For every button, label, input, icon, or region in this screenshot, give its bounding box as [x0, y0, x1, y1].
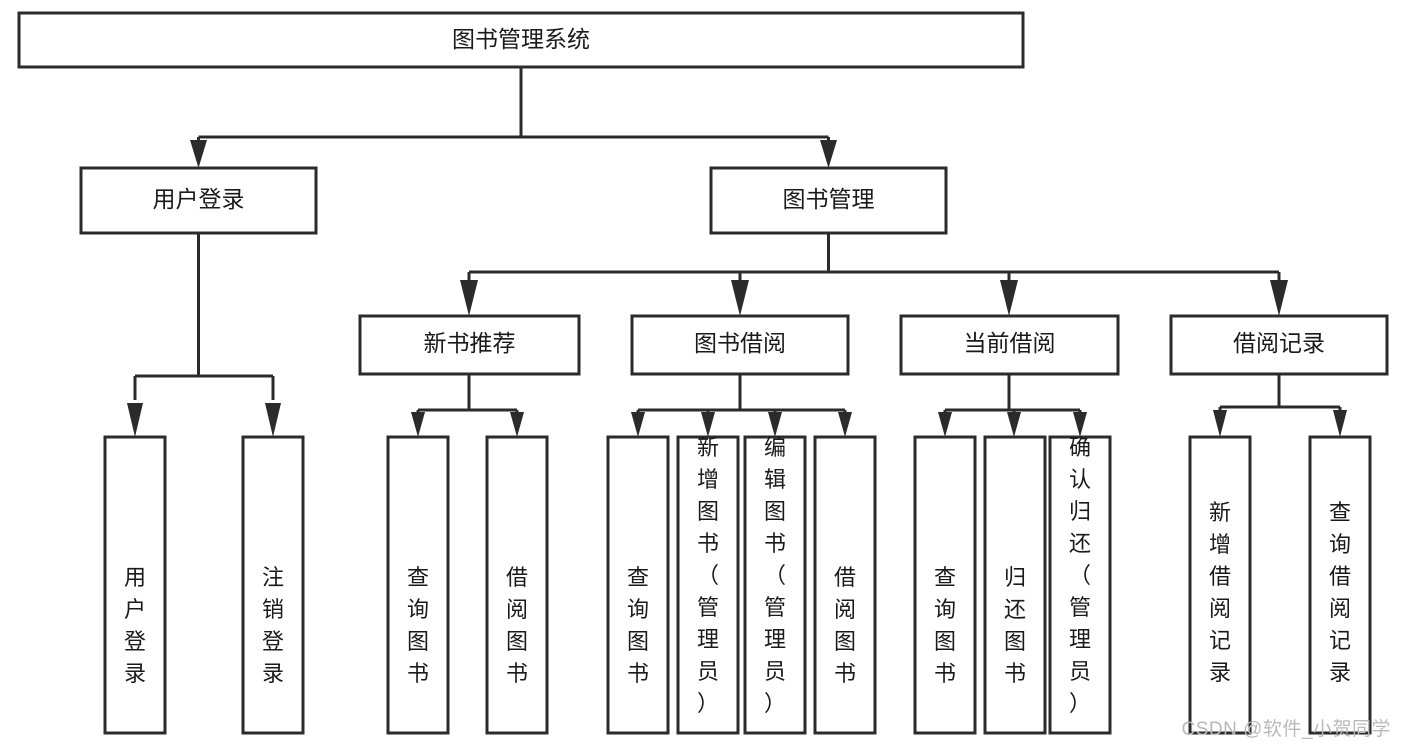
- node-current-borrow-label: 当前借阅: [964, 330, 1056, 356]
- node-leaf-edit-book-admin-box[interactable]: [743, 435, 807, 735]
- node-leaf-query-book-borrow[interactable]: 查询图书: [606, 435, 670, 735]
- node-borrow-record-box[interactable]: [1169, 314, 1389, 376]
- node-current-borrow[interactable]: 当前借阅: [899, 314, 1120, 376]
- node-leaf-query-book-borrow-box[interactable]: [606, 435, 670, 735]
- arrowhead-new-book-recommend: [460, 280, 478, 316]
- node-leaf-return-book-label: 归还图书: [1004, 565, 1026, 686]
- csdn-watermark: CSDN @软件_小贺同学: [1181, 719, 1391, 740]
- arrowhead-user-login: [190, 140, 207, 168]
- arrowhead-leaf-return-book: [1007, 412, 1021, 437]
- node-leaf-edit-book-admin-label: 编辑图书（管理员）: [764, 435, 786, 716]
- arrowhead-leaf-logout: [265, 403, 281, 437]
- node-leaf-query-book-current-label: 查询图书: [934, 565, 956, 686]
- node-leaf-borrow-book-label: 借阅图书: [834, 565, 856, 686]
- node-leaf-query-book-current[interactable]: 查询图书: [913, 435, 977, 735]
- node-leaf-query-borrow-record[interactable]: 查询借阅记录: [1308, 435, 1372, 735]
- edge-book-borrow-to-leaves: [631, 374, 852, 437]
- node-root-label: 图书管理系统: [452, 26, 590, 52]
- node-leaf-query-borrow-record-label: 查询借阅记录: [1329, 500, 1351, 685]
- node-leaf-query-book-recommend[interactable]: 查询图书: [386, 435, 450, 735]
- node-leaf-confirm-return-admin[interactable]: 确认归还（管理员）: [1048, 435, 1112, 735]
- node-leaf-user-login[interactable]: 用户登录: [103, 435, 167, 735]
- node-leaf-query-book-recommend-label: 查询图书: [407, 565, 429, 686]
- arrowhead-leaf-query-borrow-record: [1333, 410, 1347, 437]
- node-leaf-logout-box[interactable]: [241, 435, 305, 735]
- node-leaf-logout-label: 注销登录: [262, 565, 284, 686]
- node-root-box[interactable]: [17, 11, 1025, 69]
- node-leaf-user-login-label: 用户登录: [124, 565, 146, 686]
- node-borrow-record-label: 借阅记录: [1233, 330, 1325, 356]
- node-book-borrow-label: 图书借阅: [694, 330, 786, 356]
- node-book-manage-label: 图书管理: [783, 186, 875, 212]
- node-leaf-borrow-book-box[interactable]: [813, 435, 877, 735]
- node-leaf-borrow-book[interactable]: 借阅图书: [813, 435, 877, 735]
- node-leaf-return-book[interactable]: 归还图书: [983, 435, 1047, 735]
- arrowhead-book-manage: [820, 140, 837, 168]
- edge-current-borrow-to-leaves: [938, 374, 1087, 437]
- node-book-manage-box[interactable]: [709, 166, 948, 235]
- node-leaf-add-borrow-record-label: 新增借阅记录: [1209, 500, 1231, 685]
- edge-layer: [127, 67, 1347, 437]
- node-leaf-add-book-admin-box[interactable]: [676, 435, 740, 735]
- node-book-borrow-box[interactable]: [630, 314, 850, 376]
- node-user-login-label: 用户登录: [153, 186, 245, 212]
- arrowhead-leaf-borrow-book: [838, 412, 852, 437]
- node-leaf-add-borrow-record-box[interactable]: [1188, 435, 1252, 735]
- node-user-login[interactable]: 用户登录: [79, 166, 318, 235]
- arrowhead-borrow-record: [1270, 280, 1288, 316]
- node-leaf-borrow-book-recommend-box[interactable]: [485, 435, 549, 735]
- arrowhead-current-borrow: [1000, 280, 1018, 316]
- edge-user-login-to-leaves: [127, 233, 281, 437]
- arrowhead-leaf-user-login: [127, 403, 143, 437]
- node-leaf-query-book-recommend-box[interactable]: [386, 435, 450, 735]
- node-root[interactable]: 图书管理系统: [17, 11, 1025, 69]
- node-new-book-recommend-box[interactable]: [358, 314, 581, 376]
- node-leaf-confirm-return-admin-box[interactable]: [1048, 435, 1112, 735]
- arrowhead-leaf-query-book-borrow: [631, 412, 645, 437]
- edge-new-book-to-leaves: [411, 374, 524, 437]
- node-book-borrow[interactable]: 图书借阅: [630, 314, 850, 376]
- edge-book-manage-to-level3: [460, 233, 1288, 316]
- node-leaf-query-book-borrow-label: 查询图书: [627, 565, 649, 686]
- arrowhead-leaf-borrow-book-recommend: [510, 412, 524, 437]
- node-leaf-query-borrow-record-box[interactable]: [1308, 435, 1372, 735]
- node-borrow-record[interactable]: 借阅记录: [1169, 314, 1389, 376]
- node-leaf-logout[interactable]: 注销登录: [241, 435, 305, 735]
- arrowhead-leaf-query-book-current: [938, 412, 952, 437]
- node-leaf-borrow-book-recommend-label: 借阅图书: [506, 565, 528, 686]
- arrowhead-leaf-confirm-return-admin: [1073, 412, 1087, 437]
- edge-root-to-level2: [190, 67, 837, 168]
- node-new-book-recommend[interactable]: 新书推荐: [358, 314, 581, 376]
- node-leaf-query-book-current-box[interactable]: [913, 435, 977, 735]
- node-leaf-add-borrow-record[interactable]: 新增借阅记录: [1188, 435, 1252, 735]
- arrowhead-leaf-add-book-admin: [701, 412, 715, 437]
- node-new-book-recommend-label: 新书推荐: [424, 330, 516, 356]
- node-current-borrow-box[interactable]: [899, 314, 1120, 376]
- node-leaf-confirm-return-admin-label: 确认归还（管理员）: [1069, 435, 1091, 716]
- edge-borrow-record-to-leaves: [1213, 374, 1347, 437]
- node-leaf-borrow-book-recommend[interactable]: 借阅图书: [485, 435, 549, 735]
- node-leaf-edit-book-admin[interactable]: 编辑图书（管理员）: [743, 435, 807, 735]
- node-leaf-add-book-admin-label: 新增图书（管理员）: [697, 435, 719, 716]
- arrowhead-leaf-add-borrow-record: [1213, 410, 1227, 437]
- node-book-manage[interactable]: 图书管理: [709, 166, 948, 235]
- node-leaf-add-book-admin[interactable]: 新增图书（管理员）: [676, 435, 740, 735]
- node-leaf-user-login-box[interactable]: [103, 435, 167, 735]
- arrowhead-leaf-edit-book-admin: [768, 412, 782, 437]
- node-leaf-return-book-box[interactable]: [983, 435, 1047, 735]
- arrowhead-leaf-query-book-recommend: [411, 412, 425, 437]
- node-user-login-box[interactable]: [79, 166, 318, 235]
- arrowhead-book-borrow: [731, 280, 749, 316]
